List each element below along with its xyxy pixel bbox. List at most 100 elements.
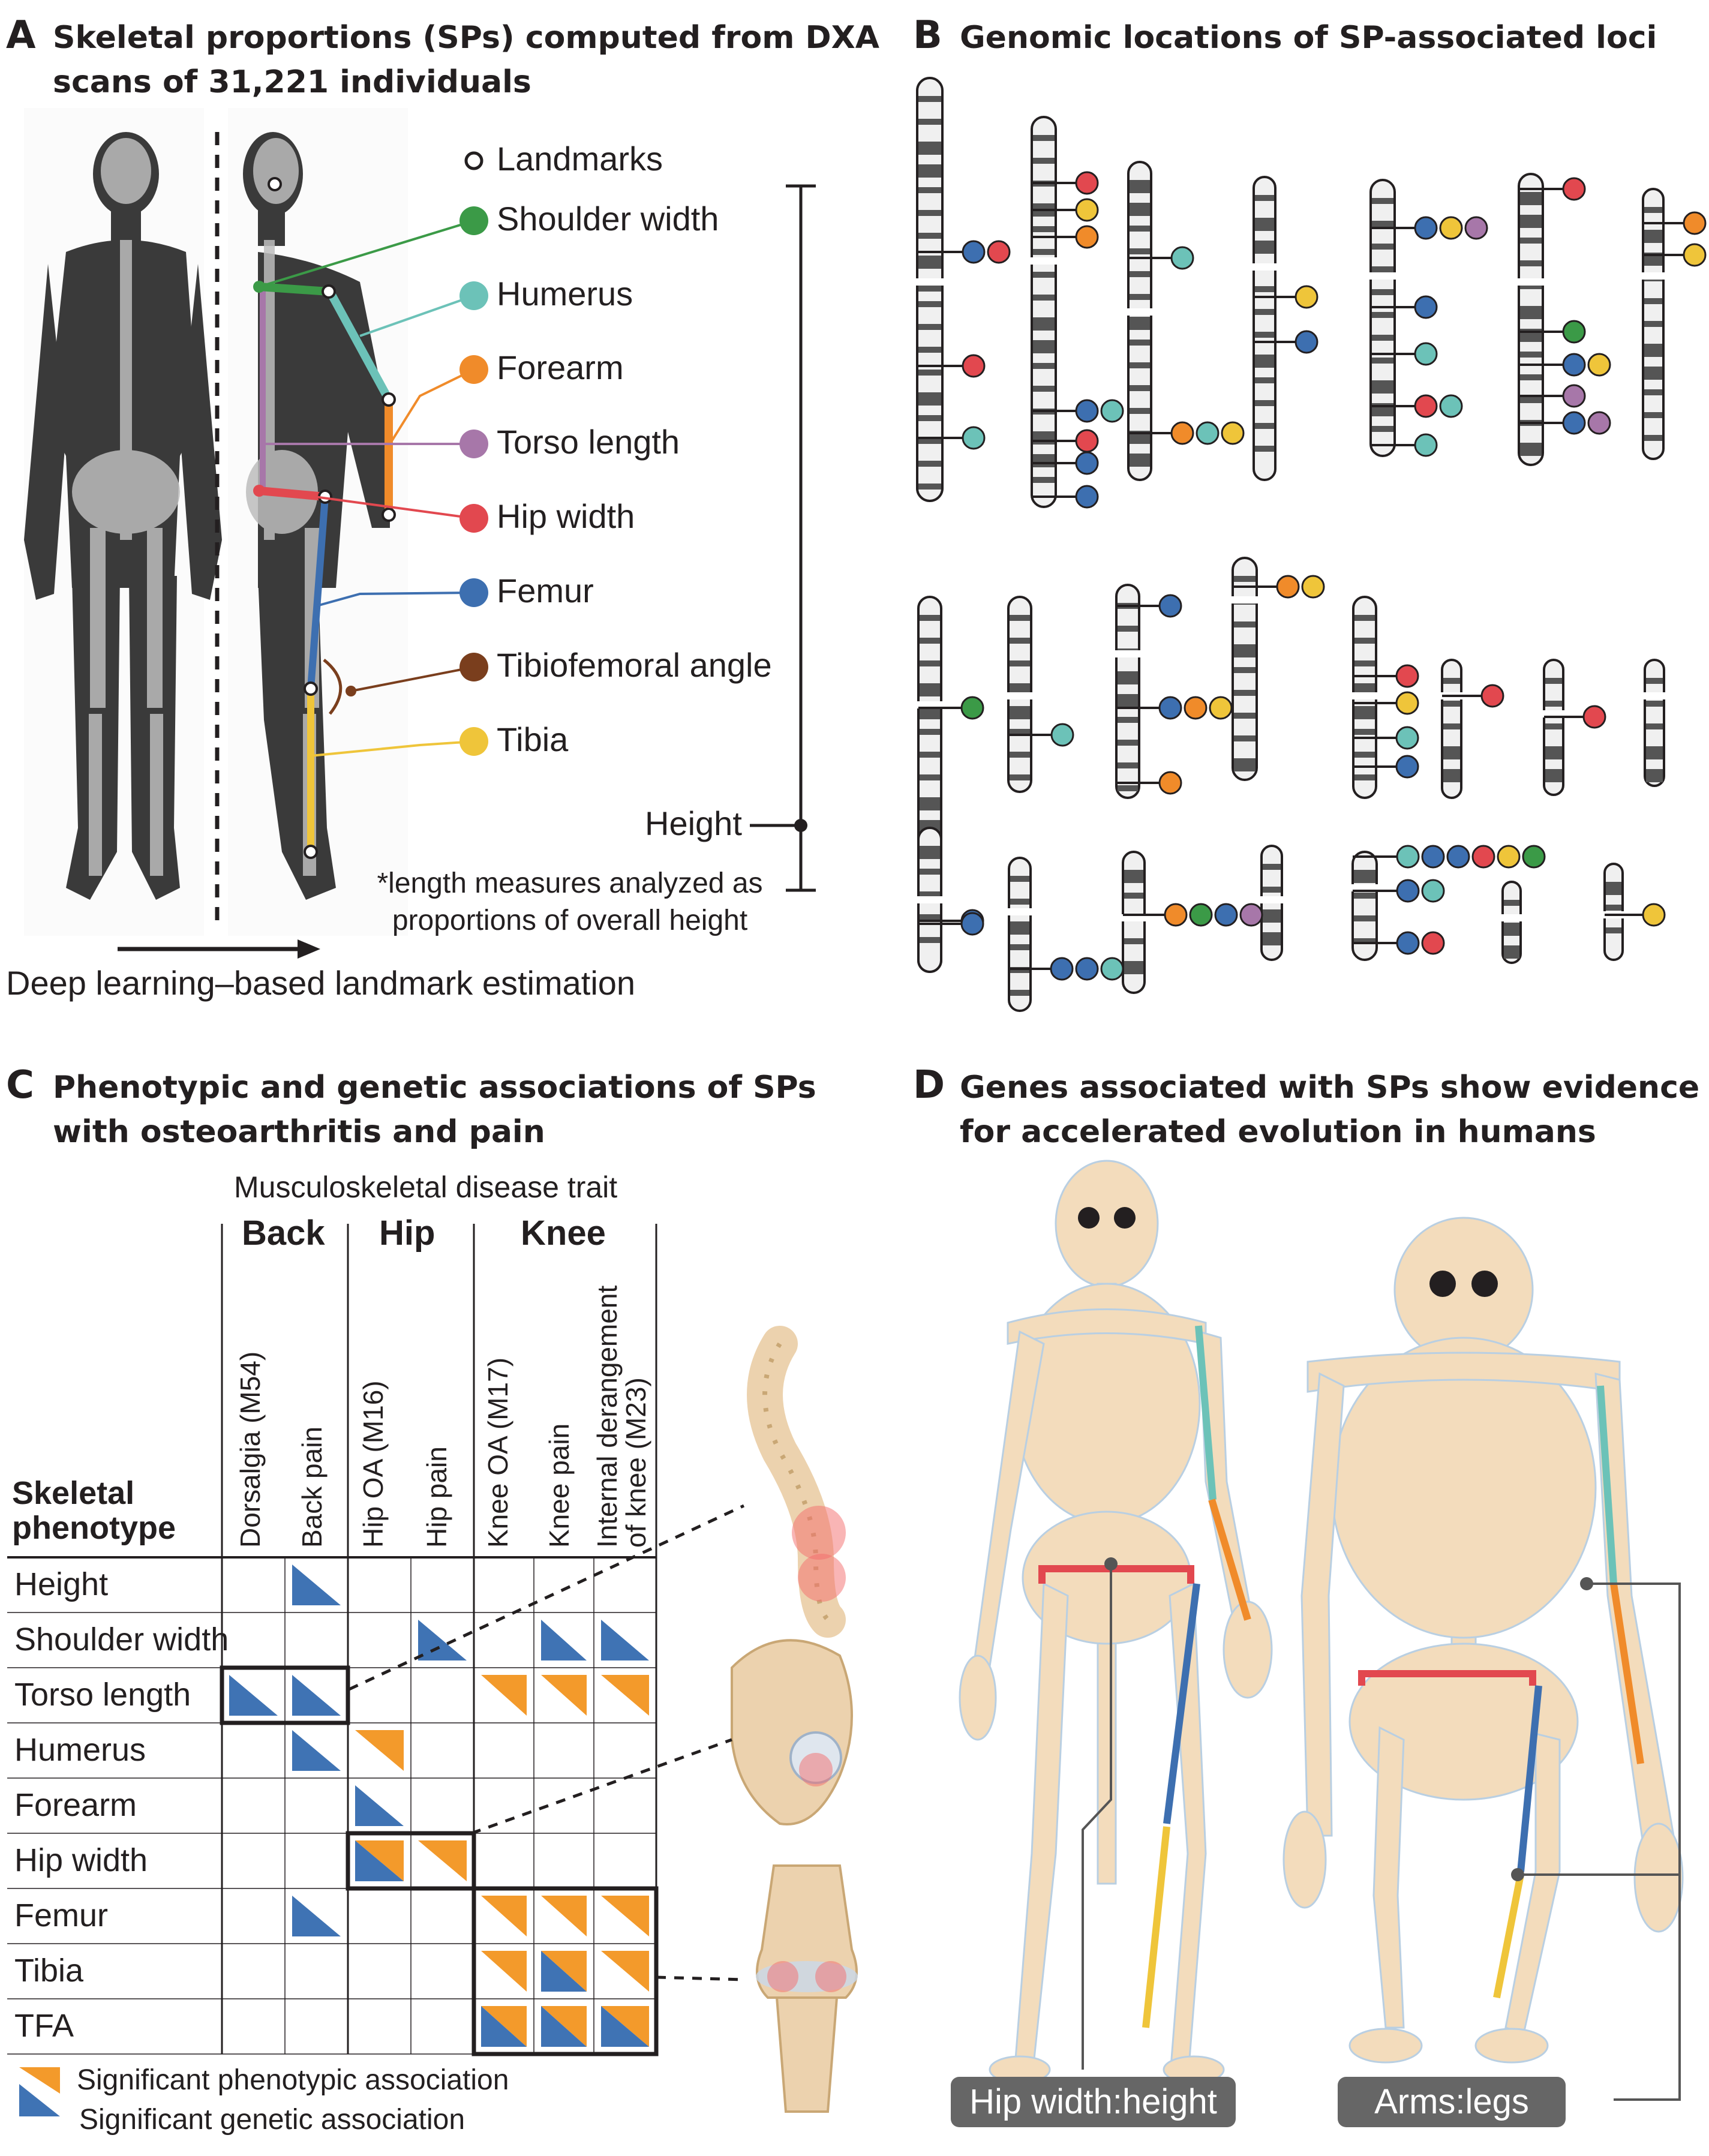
chromosome-band — [1234, 713, 1256, 719]
chromosome-band — [1443, 769, 1460, 782]
locus-dot — [1421, 845, 1445, 869]
col-dorsalgia: Dorsalgia (M54) — [235, 1351, 266, 1548]
chromosome-band — [1545, 723, 1562, 729]
locus-dot — [1214, 903, 1238, 927]
chromosome-band — [1520, 192, 1542, 205]
chromosome-band — [918, 142, 941, 155]
col-hip-pain: Hip pain — [421, 1446, 452, 1548]
phenotypic-association-mark — [601, 1675, 649, 1716]
locus-dot — [1294, 330, 1318, 354]
centromere — [1031, 257, 1057, 265]
chromosome-band — [1646, 678, 1663, 684]
locus-dot — [962, 354, 986, 378]
chromosome-band — [1130, 248, 1150, 254]
chromosome-band — [1354, 938, 1375, 944]
genetic-association-mark — [541, 2006, 587, 2047]
legend-tibia: Tibia — [497, 720, 569, 758]
row-header-line2: phenotype — [12, 1510, 176, 1546]
chromosome-band — [920, 615, 940, 621]
genetic-association-mark — [292, 1675, 341, 1716]
phenotypic-association-mark — [541, 1951, 587, 1992]
centromere — [916, 278, 944, 286]
chromosome-band — [1263, 887, 1281, 893]
chromosome-band — [1443, 746, 1460, 759]
centromere — [1501, 914, 1522, 921]
panel-b-title: Genomic locations of SP-associated loci — [960, 20, 1657, 56]
chromosome-band — [1644, 389, 1662, 395]
chromosome-band — [1118, 671, 1138, 684]
chromosome-band — [1646, 746, 1663, 759]
chromosome-band — [920, 683, 940, 696]
chromosome-band — [1130, 385, 1150, 391]
human-hip-leader — [1082, 1564, 1112, 2070]
knee-illustration — [756, 1864, 858, 2113]
locus-dot — [1562, 320, 1586, 344]
locus-dot — [1421, 931, 1445, 955]
locus-dot — [1158, 594, 1182, 618]
chromosome-band — [920, 937, 940, 943]
chromosome-band — [1010, 876, 1029, 882]
centromere — [1644, 692, 1665, 699]
group-hip: Hip — [379, 1214, 435, 1253]
panel-d-title-line2: for accelerated evolution in humans — [960, 1114, 1596, 1150]
phenotypic-association-mark — [481, 2006, 527, 2047]
chromosome-band — [1354, 752, 1375, 758]
locus-dot — [1396, 931, 1420, 955]
chromosome-band — [1124, 870, 1143, 883]
chromosome-band — [1234, 758, 1256, 771]
chromosome-band — [1644, 230, 1662, 243]
chromosome-band — [1010, 899, 1029, 905]
locus-dot — [1522, 845, 1546, 869]
legend-torso-length: Torso length — [497, 423, 680, 461]
chromosome-band — [920, 846, 940, 859]
locus-dot — [1446, 845, 1470, 869]
locus-dot — [1184, 696, 1208, 720]
chromosome-band — [1033, 431, 1055, 445]
chromosome-band — [1234, 690, 1256, 696]
chromosome-band — [1646, 769, 1663, 782]
genetic-association-mark — [292, 1565, 341, 1605]
chromosome-band — [920, 869, 940, 875]
genetic-association-mark — [292, 1896, 341, 1936]
chromosome-band — [1010, 752, 1030, 758]
chromosome-band — [1033, 135, 1055, 141]
locus-dot — [1075, 171, 1099, 195]
locus-dot — [1075, 957, 1099, 981]
locus-dot — [1562, 411, 1586, 435]
locus-dot — [1050, 723, 1074, 747]
chromosome-band — [1372, 358, 1393, 364]
illustration-leaders — [348, 1504, 745, 1981]
chromosome-band — [1372, 312, 1393, 318]
genetic-association-mark — [292, 1730, 341, 1771]
row-label: Hip width — [14, 1842, 148, 1878]
chromosome-band — [1354, 660, 1375, 666]
chromosome-band — [1033, 317, 1055, 331]
chromosome — [1518, 173, 1544, 466]
chromosome-band — [1130, 226, 1150, 232]
locus-dot — [1100, 957, 1124, 981]
height-bracket — [750, 184, 816, 892]
phenotypic-association-mark — [601, 2006, 649, 2047]
locus-dot — [1276, 575, 1300, 599]
chromosome-band — [1644, 207, 1662, 213]
chromosome-band — [918, 347, 941, 353]
chromosome-band — [918, 370, 941, 376]
chromosome-band — [1010, 706, 1030, 719]
col-knee-pain: Knee pain — [543, 1423, 575, 1548]
chromosome-band — [918, 96, 941, 102]
genetic-association-mark — [418, 1620, 467, 1660]
chromosome-band — [920, 752, 940, 758]
chromosome-band — [1443, 678, 1460, 684]
legend-femur: Femur — [497, 572, 594, 609]
chromosome-band — [1033, 295, 1055, 301]
locus-dot — [1582, 705, 1606, 729]
human-skull-features — [1078, 1207, 1136, 1229]
chromosome-band — [1130, 294, 1150, 300]
genetic-association-mark — [541, 1620, 587, 1660]
chromosome-band — [1520, 397, 1542, 403]
chromosome-band — [1234, 735, 1256, 741]
chromosome-band — [1234, 667, 1256, 673]
centromere — [1115, 650, 1140, 657]
chromosome-band — [920, 774, 940, 780]
chromosome-band — [1124, 961, 1143, 974]
